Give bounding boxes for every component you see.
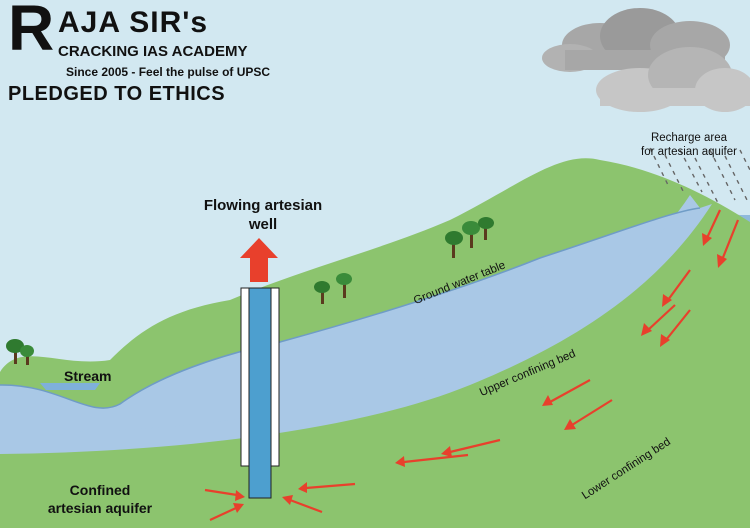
flow-arrow-icon	[660, 309, 691, 347]
logo-letter: R	[8, 0, 55, 64]
flow-arrow-icon	[564, 399, 613, 430]
flow-arrow-icon	[662, 269, 691, 307]
logo-name: AJA SIR's	[58, 6, 209, 39]
flow-arrow-icon	[282, 495, 323, 514]
well-label-line1: Flowing artesian	[203, 197, 323, 214]
flow-arrow-icon	[641, 304, 676, 336]
stream	[40, 383, 100, 390]
aquifer-label-line2: artesian aquifer	[47, 500, 153, 516]
stream-label: Stream	[64, 368, 112, 384]
logo-academy: CRACKING IAS ACADEMY	[58, 43, 248, 60]
upward-arrow-icon	[240, 238, 278, 282]
cloud-icon	[596, 47, 750, 112]
tree-icon	[314, 273, 352, 304]
academy-logo: R AJA SIR's CRACKING IAS ACADEMY Since 2…	[8, 0, 271, 105]
artesian-well	[240, 287, 280, 499]
flow-arrow-icon	[204, 488, 245, 501]
rain-icon	[649, 147, 750, 204]
logo-since: Since 2005 - Feel the pulse of UPSC	[66, 65, 271, 79]
recharge-label-line2: for artesian aquifer	[641, 146, 737, 158]
well-label-line2: well	[248, 216, 278, 233]
flow-arrows	[204, 209, 740, 521]
tree-icon	[445, 217, 494, 258]
flow-arrow-icon	[542, 379, 591, 406]
flow-arrow-icon	[717, 219, 740, 268]
flow-arrow-icon	[209, 503, 244, 521]
well-label: Flowing artesian well	[188, 196, 338, 234]
flow-arrow-icon	[702, 209, 721, 246]
aquifer-label: Confined artesian aquifer	[30, 481, 170, 517]
ground-water-table-line	[0, 207, 701, 409]
aquifer-label-line1: Confined	[69, 482, 131, 498]
logo-tagline: PLEDGED TO ETHICS	[8, 83, 226, 105]
flow-arrow-icon	[298, 482, 356, 493]
groundwater-zone-base	[0, 195, 700, 433]
tree-icon	[6, 339, 34, 365]
recharge-label: Recharge area for artesian aquifer	[628, 131, 750, 159]
flow-arrow-icon	[441, 438, 501, 457]
recharge-label-line1: Recharge area	[650, 132, 728, 144]
flow-arrow-icon	[395, 453, 469, 467]
